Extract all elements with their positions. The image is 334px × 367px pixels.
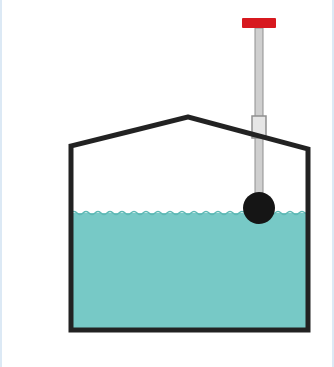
tank-vessel bbox=[68, 114, 311, 333]
indicator-cap bbox=[242, 18, 276, 28]
liquid bbox=[71, 213, 308, 330]
float-ball bbox=[243, 192, 275, 224]
